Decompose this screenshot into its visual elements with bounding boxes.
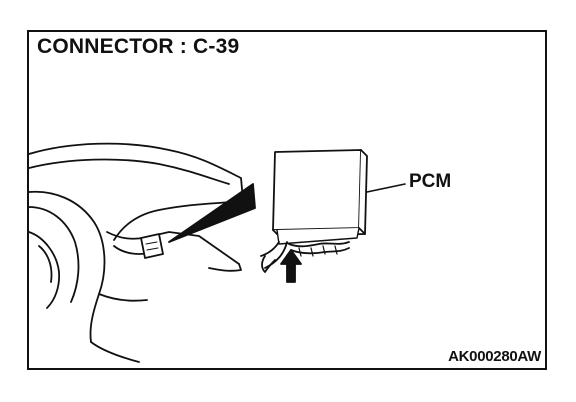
arrow-indicator (280, 249, 302, 283)
dashboard (29, 142, 244, 363)
pointer-wedge (168, 183, 256, 243)
connector-illustration (29, 142, 406, 363)
figure-code: AK000280AW (448, 348, 541, 365)
connector-title: CONNECTOR : C-39 (37, 35, 240, 58)
pcm-leader-line (366, 183, 406, 193)
diagram-frame: CONNECTOR : C-39 PCM AK000280AW (27, 30, 547, 370)
dash-connector (140, 233, 164, 259)
pcm-module (272, 149, 368, 245)
wire-harness (260, 241, 350, 273)
pcm-label: PCM (409, 171, 452, 192)
